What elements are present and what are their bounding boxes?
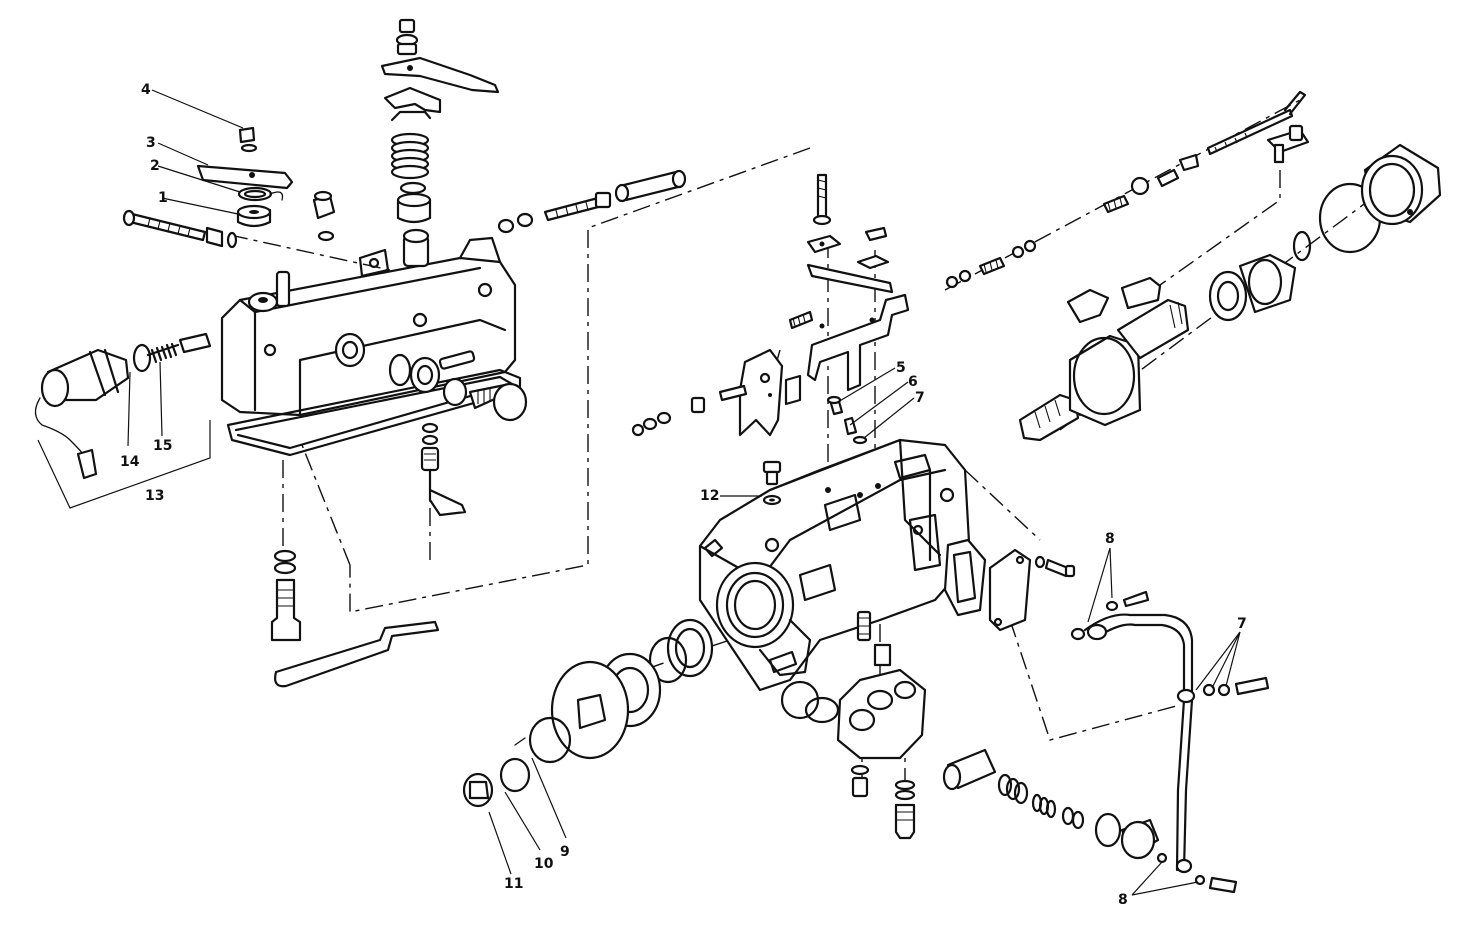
callout-8-upper: 8 bbox=[1105, 531, 1115, 547]
governor-bracket bbox=[806, 173, 910, 392]
callout-leaders bbox=[37, 89, 1241, 896]
callout-7-lower: 7 bbox=[1237, 616, 1247, 632]
pressure-regulator bbox=[942, 748, 1160, 860]
callout-10: 10 bbox=[534, 856, 554, 872]
callout-13: 13 bbox=[145, 488, 164, 504]
fuel-return-pipe bbox=[1070, 590, 1270, 894]
callout-labels: 1 2 3 4 5 6 7 7 8 8 9 10 11 12 13 14 15 bbox=[120, 82, 1247, 908]
cover-shaft-parts bbox=[334, 332, 528, 422]
callout-15: 15 bbox=[153, 438, 172, 454]
bleed-screw bbox=[270, 549, 440, 688]
throttle-linkage-rod bbox=[945, 90, 1310, 289]
callout-3: 3 bbox=[146, 135, 156, 151]
small-screws-5-7 bbox=[826, 395, 868, 445]
governor-spring-stack bbox=[380, 18, 500, 224]
screw-part-12 bbox=[762, 460, 782, 506]
callout-8-lower: 8 bbox=[1118, 892, 1128, 908]
banjo-fitting bbox=[312, 190, 336, 242]
callout-11: 11 bbox=[504, 876, 523, 892]
control-lever-plate bbox=[631, 310, 814, 437]
callout-4: 4 bbox=[141, 82, 151, 98]
callout-12: 12 bbox=[700, 488, 719, 504]
idle-stop-screw bbox=[497, 169, 687, 234]
callout-7-upper: 7 bbox=[915, 390, 925, 406]
governor-cover bbox=[220, 228, 522, 457]
lever-stack-parts-1-4 bbox=[196, 126, 294, 228]
drive-end-seals bbox=[462, 618, 714, 808]
callout-2: 2 bbox=[150, 158, 160, 174]
stop-solenoid bbox=[34, 332, 212, 480]
callout-9: 9 bbox=[560, 844, 570, 860]
callout-14: 14 bbox=[120, 454, 140, 470]
cover-through-bolt bbox=[122, 209, 238, 249]
pump-housing bbox=[698, 438, 972, 692]
end-plate-assembly bbox=[780, 610, 927, 840]
callout-5: 5 bbox=[896, 360, 906, 376]
drive-shaft-rotor bbox=[1018, 143, 1442, 442]
callout-6: 6 bbox=[908, 374, 918, 390]
callout-1: 1 bbox=[158, 190, 168, 206]
delivery-valve-fitting bbox=[420, 422, 467, 517]
side-cover-plates bbox=[943, 538, 1076, 632]
